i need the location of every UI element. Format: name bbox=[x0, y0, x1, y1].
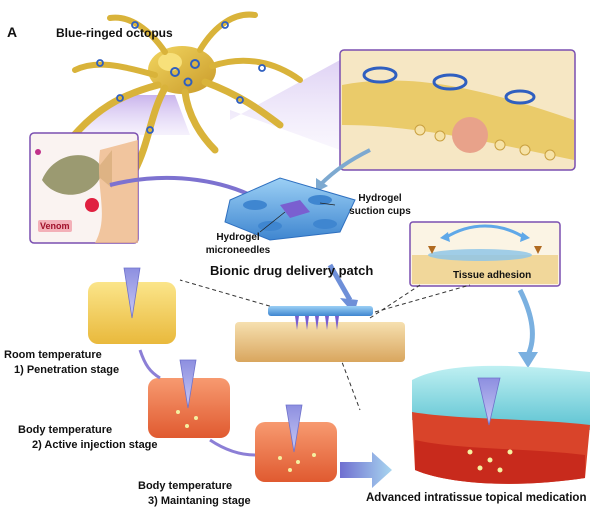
bionic-patch-illustration bbox=[224, 177, 356, 241]
applied-patch-illustration bbox=[235, 306, 405, 362]
micro-label-line1: Hydrogel bbox=[216, 232, 260, 243]
octopus-label: Blue-ringed octopus bbox=[56, 26, 173, 40]
advanced-medication-label: Advanced intratissue topical medication bbox=[366, 492, 587, 504]
micro-label-line2: microneedles bbox=[205, 245, 271, 256]
dash-left bbox=[179, 279, 291, 313]
fish-shape bbox=[42, 150, 112, 195]
stage1-label: 1) Penetration stage bbox=[14, 364, 120, 376]
arrow-stage2-to-3 bbox=[209, 438, 256, 457]
arrow-stage1-to-2 bbox=[138, 349, 161, 380]
tissue-adhesion-label: Tissue adhesion bbox=[453, 270, 532, 281]
tentacle-closeup bbox=[342, 80, 574, 160]
leader-suction bbox=[319, 202, 336, 206]
octopus-illustration bbox=[66, 11, 303, 174]
arrow-patch-down bbox=[327, 263, 353, 302]
room-temp-label: Room temperature bbox=[4, 349, 102, 361]
dash-right-1 bbox=[369, 284, 421, 319]
arrow-stage3-to-outcome bbox=[340, 452, 392, 488]
bionic-patch-title: Bionic drug delivery patch bbox=[210, 263, 374, 278]
arrow-cups-to-patch bbox=[318, 148, 371, 187]
skin-wedge bbox=[95, 140, 138, 243]
stage3-tissue-block bbox=[255, 404, 337, 482]
projection-beam-right bbox=[230, 60, 340, 150]
projection-beam-left bbox=[70, 95, 190, 135]
suction-label-line2: suction cups bbox=[349, 206, 411, 217]
leader-micro bbox=[259, 211, 286, 233]
arrow-adhesion-down bbox=[517, 288, 535, 357]
body-temp-label-2: Body temperature bbox=[138, 480, 233, 492]
suction-label-line1: Hydrogel bbox=[358, 193, 402, 204]
venom-drop bbox=[85, 198, 99, 212]
stage2-tissue-block bbox=[148, 359, 230, 438]
body-temp-label-1: Body temperature bbox=[18, 424, 113, 436]
venom-label: Venom bbox=[40, 221, 70, 231]
stage1-tissue-block bbox=[88, 267, 176, 344]
panel-letter: A bbox=[7, 24, 18, 40]
stage2-label: 2) Active injection stage bbox=[32, 439, 158, 451]
dash-right-2 bbox=[374, 284, 471, 313]
outcome-tissue-illustration bbox=[412, 365, 590, 484]
stage3-label: 3) Maintaning stage bbox=[148, 495, 251, 507]
venom-label-bg bbox=[38, 220, 72, 232]
